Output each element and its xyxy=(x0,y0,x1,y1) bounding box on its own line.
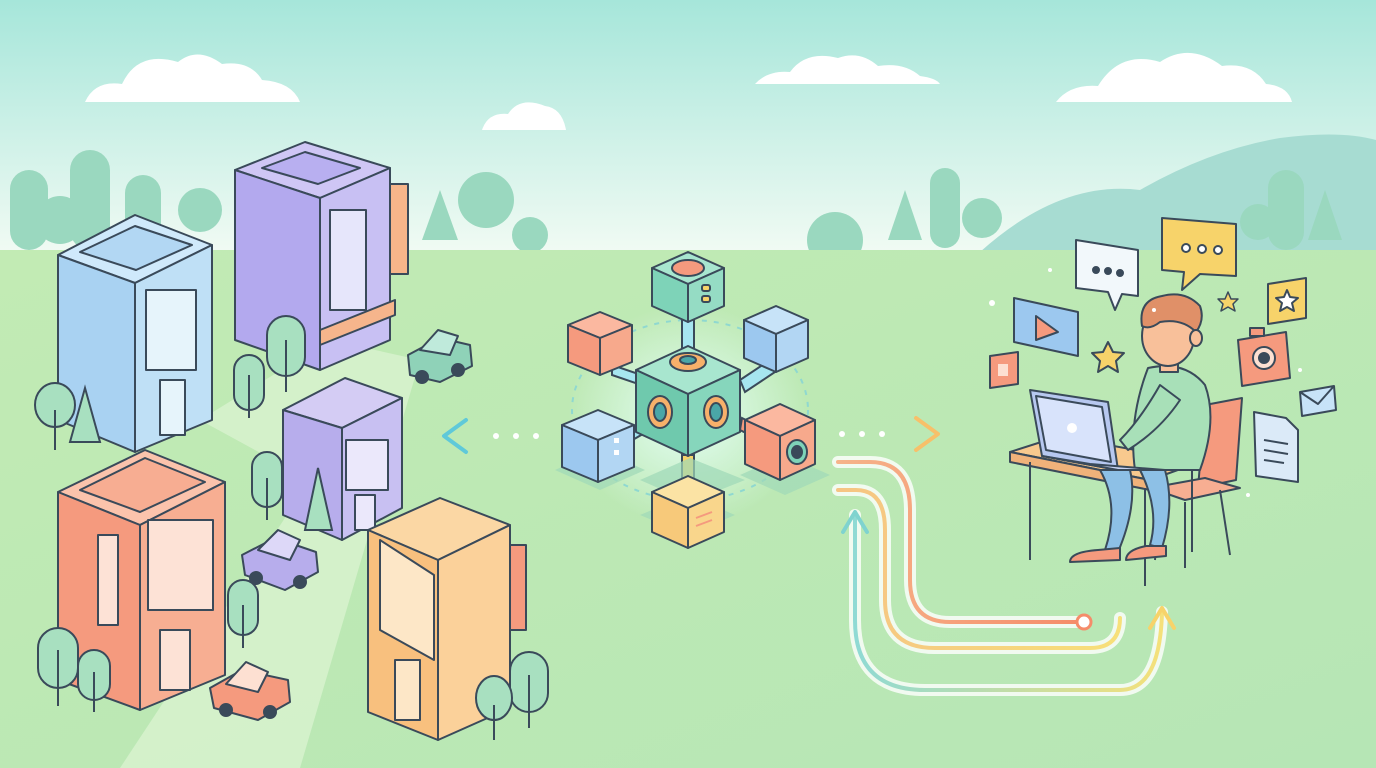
cube-icon xyxy=(744,403,816,481)
person-icon xyxy=(1069,293,1212,563)
star-icon xyxy=(1091,341,1125,373)
tree-icon xyxy=(10,150,548,253)
building-icon xyxy=(282,377,403,541)
chat-bubble-icon xyxy=(1075,239,1139,311)
mail-icon xyxy=(1299,385,1337,417)
hub-ring xyxy=(571,319,809,501)
cube-icon xyxy=(743,305,809,373)
sparkles xyxy=(989,268,1302,497)
building-icon xyxy=(234,141,409,371)
play-icon xyxy=(1013,297,1079,357)
laptop-icon xyxy=(1029,389,1166,471)
route-paths xyxy=(832,456,1176,696)
cube-icon xyxy=(635,345,741,457)
car-icon xyxy=(407,329,473,384)
car-icon xyxy=(241,529,319,591)
star-icon xyxy=(1217,291,1239,312)
cloud-icon xyxy=(1056,52,1292,102)
camera-icon xyxy=(1237,327,1291,387)
chat-bubble-icon xyxy=(1161,217,1237,291)
cube-icon xyxy=(567,311,633,376)
arrow-right-icon xyxy=(813,416,947,452)
tree-icon xyxy=(807,168,1342,268)
car-icon xyxy=(209,661,291,721)
document-icon xyxy=(1253,411,1299,483)
star-icon xyxy=(1267,277,1307,325)
cloud-icon xyxy=(482,102,566,130)
building-icon xyxy=(57,449,226,711)
cube-icon xyxy=(561,409,635,483)
tree-icon xyxy=(34,315,549,740)
play-icon xyxy=(989,351,1019,389)
cube-icon xyxy=(651,475,725,549)
cloud-icon xyxy=(755,55,940,84)
building-icon xyxy=(57,214,213,453)
cloud-icon xyxy=(85,54,300,102)
arrow-left-icon xyxy=(435,418,569,454)
cube-icon xyxy=(651,251,725,323)
